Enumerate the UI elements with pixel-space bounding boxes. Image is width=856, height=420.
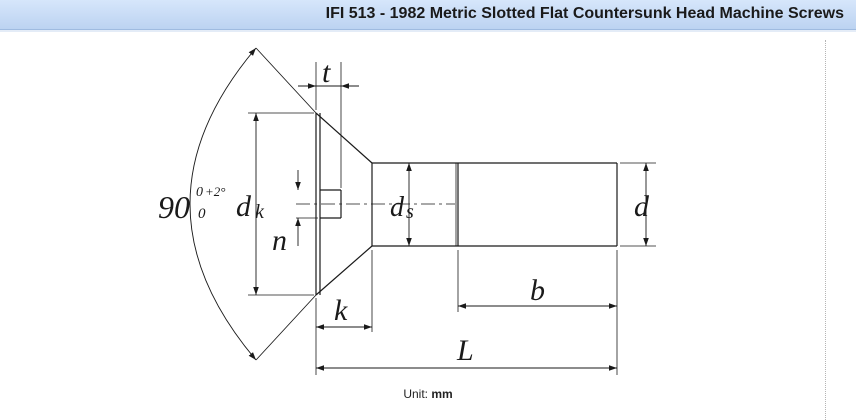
- screw-outline: [315, 112, 618, 296]
- header-divider: [0, 30, 856, 32]
- dotted-border: [825, 40, 826, 420]
- header-bar: IFI 513 - 1982 Metric Slotted Flat Count…: [0, 0, 856, 30]
- label-L: L: [456, 334, 474, 367]
- unit-line: Unit: mm: [0, 387, 856, 401]
- screw-drawing: t d k n d s d k b L 90 0 +2° 0: [158, 47, 656, 375]
- extension-lines: [248, 62, 656, 375]
- label-n: n: [272, 224, 287, 257]
- label-ds: d: [390, 192, 405, 223]
- page-title: IFI 513 - 1982 Metric Slotted Flat Count…: [325, 5, 844, 22]
- label-ds-sub: s: [406, 201, 414, 223]
- label-angle-upper-zero: 0: [196, 185, 203, 200]
- label-angle: 90: [158, 189, 190, 225]
- unit-value: mm: [431, 387, 453, 401]
- label-b: b: [530, 274, 545, 307]
- label-angle-lower-tol: 0: [198, 206, 206, 222]
- unit-label: Unit:: [403, 387, 428, 401]
- label-t: t: [322, 56, 331, 89]
- label-d: d: [634, 190, 650, 223]
- dimension-lines: [189, 47, 649, 371]
- label-angle-upper-tol: +2°: [205, 184, 225, 199]
- dimension-labels: t d k n d s d k b L 90 0 +2° 0: [158, 56, 650, 367]
- label-dk: d: [236, 190, 252, 223]
- label-k: k: [334, 294, 348, 327]
- label-dk-sub: k: [255, 201, 265, 223]
